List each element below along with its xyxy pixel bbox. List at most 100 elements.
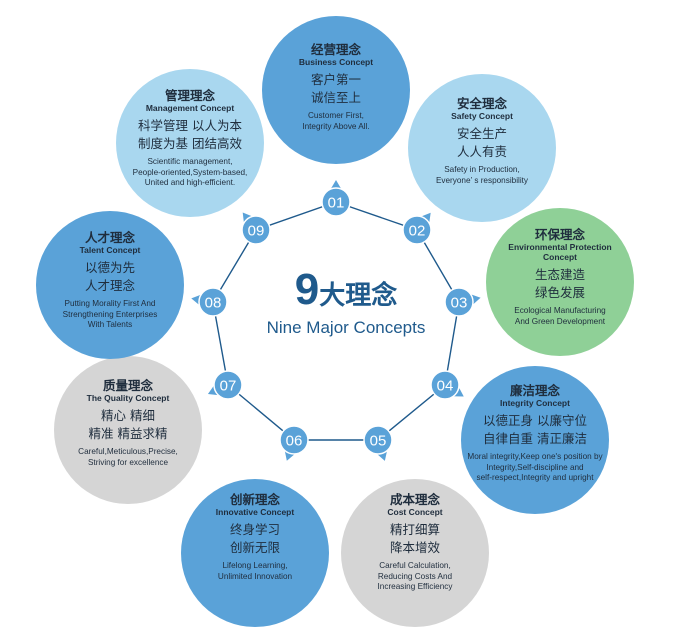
concept-title-zh: 安全理念 [456,96,507,111]
concept-motto-line: 科学管理 以人为本 [138,118,242,133]
concept-motto-line: 绿色发展 [534,285,585,300]
concept-title-zh: 管理理念 [164,88,215,103]
node-circle-09 [241,215,271,245]
concept-description-line: United and high-efficient. [144,178,236,187]
concept-description-line: Ecological Manufacturing [514,306,606,315]
node-circle-08 [198,287,228,317]
concept-circle-02 [408,74,556,222]
concept-motto-line: 以德正身 以廉守位 [483,413,587,428]
center-number: 9 [294,265,320,314]
concept-description-line: Increasing Efficiency [377,582,453,591]
concept-motto-line: 降本增效 [389,540,440,555]
node-circle-06 [279,425,309,455]
concept-circle-01 [262,16,410,164]
node-circle-02 [402,215,432,245]
concept-title-en: Integrity Concept [500,398,570,408]
concept-description-line: Careful Calculation, [379,561,451,570]
concept-description-line: self-respect,Integrity and upright [476,473,594,482]
concept-motto-line: 精准 精益求精 [88,426,168,441]
node-circle-03 [444,287,474,317]
concept-title-en: Talent Concept [79,245,141,255]
concept-description-line: Lifelong Learning, [222,561,288,570]
concept-description-line: Striving for excellence [87,457,169,467]
concept-circle-09 [116,69,264,217]
center-title-zh: 大理念 [319,281,398,311]
concept-circle-08 [36,211,184,359]
node-circle-05 [363,425,393,455]
concept-title-en: Management Concept [145,103,235,113]
nonagon-outline [212,201,460,441]
concept-description-line: Customer First, [308,111,364,120]
concept-description-line: Moral integrity,Keep one's position by [467,452,603,461]
concept-title-en: Cost Concept [387,507,443,517]
concept-title-zh: 质量理念 [102,378,153,393]
concept-title-en: Business Concept [298,57,374,67]
concept-motto-line: 精心 精细 [101,408,155,423]
concept-title-en: Safety Concept [451,111,513,121]
concept-description: Lifelong Learning,Unlimited Innovation [218,561,292,582]
concept-title-zh: 成本理念 [389,492,440,507]
concept-description-line: Scientific management, [147,157,233,166]
concept-circle-04 [461,366,609,514]
concept-description-line: Putting Morality First And [64,299,156,308]
concept-motto-line: 安全生产 [456,126,507,141]
concept-circle-03 [486,208,634,356]
concept-title-en: Innovative Concept [215,507,295,517]
concept-description: Careful,Meticulous,Precise,Striving for … [78,447,178,468]
concept-motto-line: 精打细算 [389,522,440,537]
node-number-02: 02 [409,223,426,240]
concept-description-line: Integrity Above All. [302,121,370,131]
concept-description: Safety in Production,Everyone’ s respons… [436,165,528,186]
concept-description-line: And Green Development [514,316,606,326]
concept-description-line: Unlimited Innovation [217,571,293,581]
concept-title-zh: 经营理念 [310,42,361,57]
concept-title-zh: 创新理念 [229,492,280,507]
node-number-05: 05 [370,433,387,450]
node-number-08: 08 [205,295,222,312]
concept-title-en: The Quality Concept [86,393,170,403]
node-number-06: 06 [286,433,303,450]
concept-description-line: Reducing Costs And [377,571,453,581]
concept-motto-line: 诚信至上 [310,90,361,105]
concept-description-line: Everyone’ s responsibility [435,175,529,185]
concept-description-line: Strengthening Enterprises [62,309,158,319]
concept-description-line: Careful,Meticulous,Precise, [78,447,178,456]
concept-title-zh: 人才理念 [84,230,135,245]
concept-motto-line: 生态建造 [534,267,585,282]
concept-motto-line: 以德为先 [84,260,135,275]
concept-title-en: Environmental Protection Concept [508,242,612,262]
concept-description-line: Integrity,Self-discipline and [486,462,584,472]
concept-circle-07 [54,356,202,504]
node-number-01: 01 [328,195,345,212]
concept-motto-line: 制度为基 团结高效 [138,136,242,151]
concept-motto-line: 创新无限 [229,540,280,555]
concept-description-line: People-oriented,System-based, [132,167,248,177]
node-number-03: 03 [451,295,468,312]
concept-description-line: Safety in Production, [444,165,520,174]
concept-description: Scientific management,People-oriented,Sy… [133,157,248,189]
concept-motto-line: 人人有责 [456,144,507,159]
concept-circle-06 [181,479,329,627]
concept-motto-line: 客户第一 [310,72,361,87]
center-title-en: Nine Major Concepts [266,318,426,337]
node-number-09: 09 [248,223,265,240]
concept-title-zh: 廉洁理念 [509,383,560,398]
center-title: 9大理念 Nine Major Concepts [246,268,446,338]
node-number-04: 04 [437,378,454,395]
concept-description-line: With Talents [87,320,133,329]
